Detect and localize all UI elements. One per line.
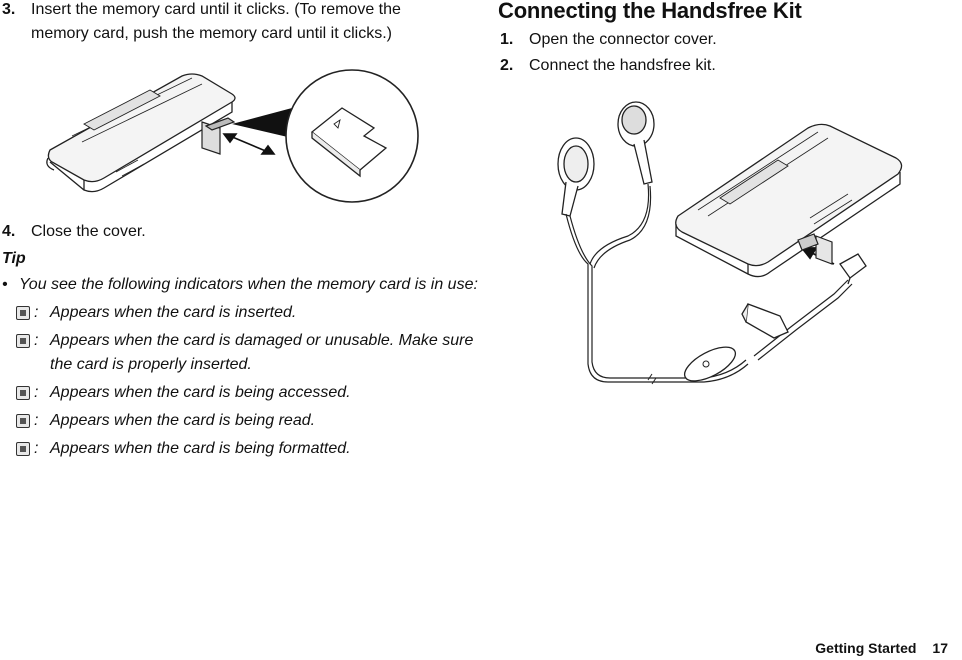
- indicator-description: Appears when the card is damaged or unus…: [50, 332, 474, 349]
- memory-card-insertion-illustration: [46, 69, 419, 203]
- indicator-colon: :: [34, 440, 39, 457]
- switch-button-mark: [702, 360, 710, 368]
- tip-intro: You see the following indicators when th…: [19, 276, 478, 293]
- memory-card-accessing-icon: [16, 386, 30, 400]
- step-4: 4. Close the cover.: [2, 220, 302, 244]
- connector-cover-drawing: [797, 233, 833, 265]
- handsfree-cable: [565, 183, 853, 385]
- earbud-left-drawing: [557, 137, 595, 217]
- step-3: 3. Insert the memory card until it click…: [2, 0, 462, 46]
- earbud-right-drawing: [617, 101, 655, 185]
- indicator-colon: :: [34, 412, 39, 429]
- clip-drawing: [741, 303, 789, 339]
- inline-switch-drawing: [683, 346, 737, 382]
- memory-card-damaged-icon: [16, 334, 30, 348]
- microsd-card-drawing: [310, 107, 388, 178]
- indicator-description: Appears when the card is being accessed.: [50, 384, 351, 401]
- step-text: Close the cover.: [31, 223, 146, 240]
- plug-drawing: [839, 253, 867, 285]
- tip-heading: Tip: [2, 250, 26, 267]
- indicator-description: Appears when the card is being read.: [50, 412, 316, 429]
- right-column: Connecting the Handsfree Kit 1. Open the…: [498, 0, 962, 660]
- memory-card-reading-icon: [16, 414, 30, 428]
- left-column: 3. Insert the memory card until it click…: [0, 0, 478, 660]
- footer-section-name: Getting Started: [815, 640, 917, 656]
- memory-card-formatting-icon: [16, 442, 30, 456]
- handsfree-kit-illustration: [557, 101, 903, 385]
- step-number: 2.: [500, 57, 514, 74]
- step-1: 1. Open the connector cover.: [500, 28, 900, 52]
- step-text: Connect the handsfree kit.: [529, 57, 716, 74]
- indicator-colon: :: [34, 332, 39, 349]
- bullet: •: [2, 276, 8, 293]
- step-number: 3.: [2, 1, 16, 18]
- indicator-colon: :: [34, 304, 39, 321]
- indicator-description-continued: the card is properly inserted.: [50, 356, 252, 373]
- step-text-line-2: memory card, push the memory card until …: [31, 25, 392, 42]
- section-title: Connecting the Handsfree Kit: [498, 0, 802, 23]
- memory-card-inserted-icon: [16, 306, 30, 320]
- page-number: 17: [932, 640, 948, 656]
- folded-phone-drawing: [46, 73, 236, 193]
- indicator-description: Appears when the card is inserted.: [50, 304, 297, 321]
- push-arrow: [222, 133, 276, 155]
- card-slot-drawing: [201, 117, 236, 155]
- page-footer: Getting Started 17: [815, 640, 948, 656]
- indicator-colon: :: [34, 384, 39, 401]
- folded-phone-drawing: [675, 123, 903, 278]
- zoom-pointer: [232, 108, 292, 138]
- step-number: 1.: [500, 31, 514, 48]
- step-text: Open the connector cover.: [529, 31, 717, 48]
- step-text-line-1: Insert the memory card until it clicks. …: [31, 1, 401, 18]
- indicator-description: Appears when the card is being formatted…: [50, 440, 351, 457]
- step-number: 4.: [2, 223, 16, 240]
- step-2: 2. Connect the handsfree kit.: [500, 54, 900, 78]
